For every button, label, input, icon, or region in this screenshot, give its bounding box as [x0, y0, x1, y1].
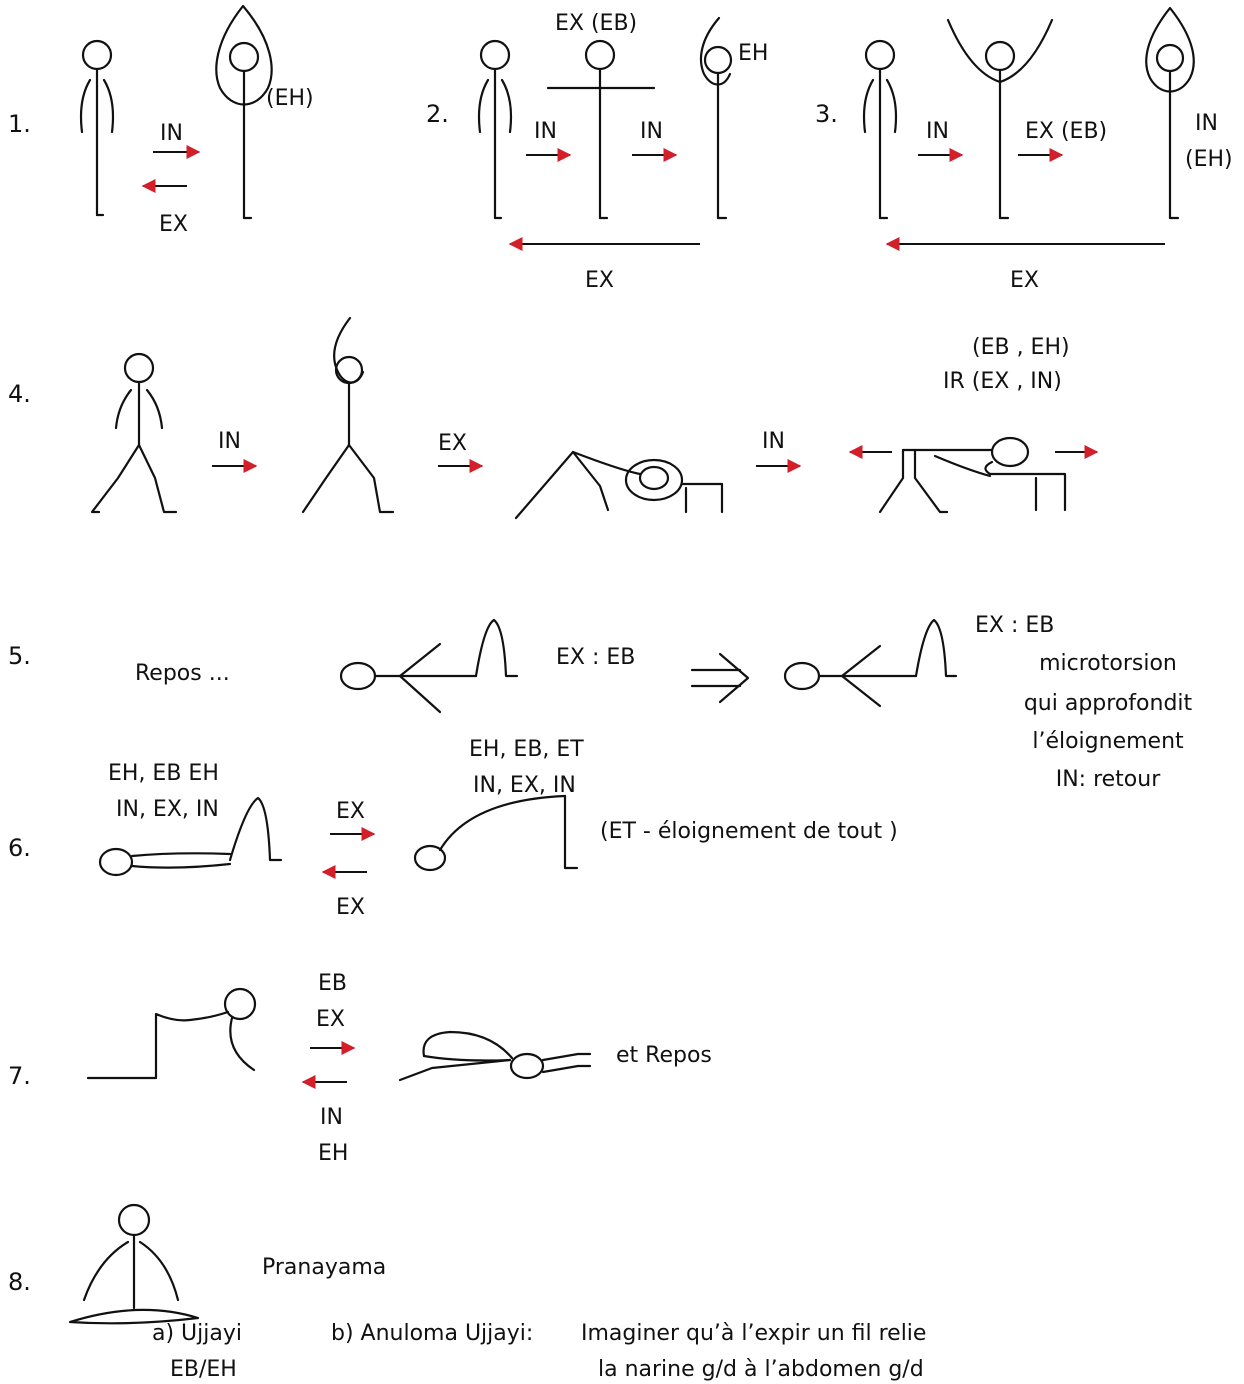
arms-raised-figure [215, 4, 273, 220]
inhale-label-2: IN [762, 429, 785, 454]
lying-arms-back-figure [98, 796, 283, 877]
instruction-line-1: Imaginer qu’à l’expir un fil relie [581, 1321, 926, 1346]
exhale-label: EX [585, 268, 614, 293]
step-number: 6. [8, 834, 31, 862]
step-number: 2. [426, 100, 449, 128]
step-number: 5. [8, 642, 31, 670]
transition-arrow [690, 652, 750, 704]
step-5: 5. Repos ... EX : EB EX : EB microtorsio… [8, 613, 1193, 792]
et-note: (ET - éloignement de tout ) [600, 819, 898, 844]
inhale-right-label: IN [1195, 111, 1218, 136]
arms-out-figure [546, 39, 656, 220]
exhale-bottom-label: EX [336, 895, 365, 920]
exhale-top-label: EX [336, 799, 365, 824]
exhale-label: EX [316, 1007, 345, 1032]
lying-figure-left [339, 618, 519, 714]
standing-figure [477, 39, 513, 220]
step-2: 2. EX (EB) EH IN IN EX [426, 11, 768, 293]
repos-label: Repos ... [135, 661, 230, 686]
step-number: 7. [8, 1062, 31, 1090]
right-label-2: IN, EX, IN [473, 773, 576, 798]
left-label-2: IN, EX, IN [116, 797, 219, 822]
repos-label: et Repos [616, 1043, 712, 1068]
arms-raised-figure [1145, 6, 1195, 220]
inhale-label: IN [320, 1105, 343, 1130]
instruction-line-2: la narine g/d à l’abdomen g/d [598, 1357, 924, 1382]
ir-label: IR (EX , IN) [943, 369, 1062, 394]
standing-figure [862, 39, 898, 220]
arms-raised-figure [699, 16, 733, 220]
note-line-2: qui approfondit [1024, 691, 1193, 716]
pranayama-label: Pranayama [262, 1255, 386, 1280]
inhale-label-1: IN [218, 429, 241, 454]
ex-eb-label: EX (EB) [1025, 119, 1107, 144]
lying-figure-right [783, 618, 958, 708]
note-line-4: IN: retour [1056, 767, 1161, 792]
step-number: 3. [815, 100, 838, 128]
eh-label: EH [738, 41, 768, 66]
step-3: 3. IN EX (EB) IN (EH) EX [815, 6, 1233, 293]
exhale-label: EX [438, 431, 467, 456]
step-1: 1. IN EX (EH) [8, 4, 314, 237]
bent-over-figure [86, 987, 257, 1080]
inhale-label-2: IN [640, 119, 663, 144]
exhale-label: EX [159, 212, 188, 237]
top-label: EX (EB) [555, 11, 637, 36]
step-number: 4. [8, 380, 31, 408]
note-line-3: l’éloignement [1032, 729, 1184, 754]
ex-eb-label: EX : EB [556, 645, 635, 670]
step-7: 7. EB EX IN EH et Repos [8, 971, 712, 1166]
plough-figure [413, 794, 579, 872]
eb-eh-label: (EB , EH) [972, 335, 1070, 360]
step-4: 4. IN EX IN (EB , EH) IR (EX , [8, 316, 1099, 520]
left-label-1: EH, EB EH [108, 761, 219, 786]
right-label-1: EH, EB, ET [469, 737, 584, 762]
step-8: 8. Pranayama a) Ujjayi EB/EH b) Anuloma … [8, 1203, 926, 1382]
inhale-label: IN [160, 121, 183, 146]
child-pose-figure [398, 1030, 592, 1082]
inhale-label-1: IN [534, 119, 557, 144]
note-line-1: microtorsion [1039, 651, 1177, 676]
arms-raised-wide-figure [301, 316, 395, 514]
standing-figure [79, 39, 115, 217]
standing-wide-figure [90, 352, 178, 514]
forward-bend-figure [514, 450, 724, 520]
eh-label: (EH) [266, 86, 314, 111]
ex-eb-label-2: EX : EB [975, 613, 1054, 638]
ujjayi-label: a) Ujjayi [152, 1321, 242, 1346]
eb-eh-label: EB/EH [170, 1357, 237, 1382]
eh-label: (EH) [1185, 147, 1233, 172]
step-number: 8. [8, 1268, 31, 1296]
flat-back-figure [878, 436, 1067, 514]
eh-label: EH [318, 1141, 348, 1166]
anuloma-label: b) Anuloma Ujjayi: [331, 1321, 533, 1346]
exhale-label: EX [1010, 268, 1039, 293]
arms-v-figure [946, 18, 1054, 220]
inhale-label: IN [926, 119, 949, 144]
seated-figure [68, 1203, 200, 1325]
eb-label: EB [318, 971, 347, 996]
step-number: 1. [8, 110, 31, 138]
step-6: 6. EH, EB EH IN, EX, IN EX EX EH, EB, ET… [8, 737, 898, 920]
